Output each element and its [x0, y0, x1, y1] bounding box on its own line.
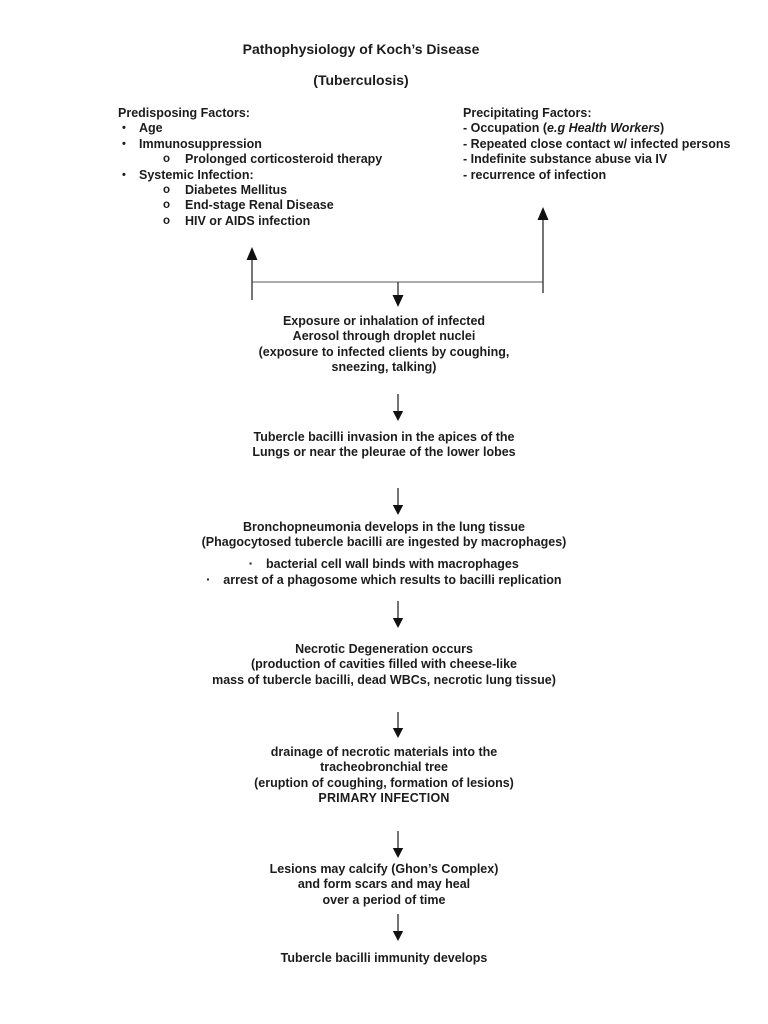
list-item-label: ) — [660, 121, 665, 136]
predisposing-heading: Predisposing Factors: — [118, 106, 250, 120]
flow-step-necrotic-degeneration: Necrotic Degeneration occurs (production… — [0, 642, 768, 688]
list-item-label: End-stage Renal Disease — [185, 198, 334, 213]
precipitating-factors-list: Precipitating Factors: - Occupation (e.g… — [463, 106, 763, 183]
circle-bullet-icon: o — [163, 153, 171, 166]
list-item: o Prolonged corticosteroid therapy — [118, 152, 448, 167]
list-item: ▪ bacterial cell wall binds with macropha… — [0, 556, 768, 572]
list-item: - Occupation (e.g Health Workers) — [463, 121, 763, 136]
bullet-icon: • — [122, 137, 126, 150]
list-item: • Age — [118, 121, 448, 136]
primary-infection-label: PRIMARY INFECTION — [318, 791, 450, 806]
up-arrowhead-icon — [537, 207, 549, 220]
flow-line: (exposure to infected clients by coughin… — [258, 344, 510, 359]
flow-line: Bronchopneumonia develops in the lung ti… — [243, 520, 525, 534]
list-item-label: Prolonged corticosteroid therapy — [185, 152, 383, 167]
list-item-label: Age — [139, 121, 163, 136]
list-item-label: Immunosuppression — [139, 136, 262, 151]
factors-bracket-connector — [246, 207, 549, 307]
down-arrow-icon — [392, 601, 404, 628]
bullet-icon: • — [122, 122, 126, 135]
down-arrow-icon — [392, 914, 404, 941]
flow-line: and form scars and may heal — [297, 877, 471, 892]
flow-line: Tubercle bacilli invasion in the apices … — [253, 430, 515, 444]
predisposing-factors-list: Predisposing Factors: • Age • Immunosupp… — [118, 106, 448, 229]
list-item-label: - Occupation ( — [463, 121, 548, 136]
down-arrow-icon — [392, 488, 404, 515]
square-bullet-icon: ▪ — [249, 559, 252, 568]
flow-step-invasion: Tubercle bacilli invasion in the apices … — [0, 430, 768, 461]
bullet-icon: • — [122, 168, 126, 181]
down-arrow-icon — [392, 831, 404, 858]
flow-step-lesions: Lesions may calcify (Ghon’s Complex) and… — [0, 862, 768, 908]
flow-line: Lesions may calcify (Ghon’s Complex) — [269, 862, 499, 876]
flow-line: Tubercle bacilli immunity develops — [280, 951, 488, 965]
list-item-label: HIV or AIDS infection — [185, 213, 311, 228]
flow-line: Lungs or near the pleurae of the lower l… — [252, 445, 516, 460]
circle-bullet-icon: o — [163, 184, 171, 197]
circle-bullet-icon: o — [163, 199, 171, 212]
down-arrow-icon — [392, 712, 404, 738]
list-item-label: Diabetes Mellitus — [185, 183, 288, 198]
flow-step-immunity: Tubercle bacilli immunity develops — [0, 951, 768, 966]
flow-line: drainage of necrotic materials into the — [270, 745, 498, 759]
list-item-label: Systemic Infection: — [139, 167, 254, 182]
flow-line: Exposure or inhalation of infected — [282, 314, 486, 328]
flow-step-exposure: Exposure or inhalation of infected Aeros… — [0, 314, 768, 376]
flow-substep-macrophage-bullets: ▪ bacterial cell wall binds with macropha… — [0, 556, 768, 589]
list-item: • Systemic Infection: — [118, 168, 448, 183]
list-item: - Repeated close contact w/ infected per… — [463, 136, 731, 151]
circle-bullet-icon: o — [163, 214, 171, 227]
italic-text: e.g Health Workers — [547, 121, 661, 136]
flow-line: sneezing, talking) — [331, 360, 437, 375]
flow-line: (Phagocytosed tubercle bacilli are inges… — [201, 535, 567, 550]
precipitating-heading: Precipitating Factors: — [463, 106, 592, 120]
flow-step-bronchopneumonia: Bronchopneumonia develops in the lung ti… — [0, 520, 768, 551]
list-item: ▪ arrest of a phagosome which results to … — [0, 572, 768, 588]
flow-line: Necrotic Degeneration occurs — [295, 642, 473, 656]
list-item: • Immunosuppression — [118, 137, 448, 152]
flow-line: (production of cavities filled with chee… — [250, 657, 518, 672]
flow-line: over a period of time — [322, 892, 446, 907]
list-item: o HIV or AIDS infection — [118, 214, 448, 229]
list-item: - recurrence of infection — [463, 167, 607, 182]
up-arrowhead-icon — [246, 247, 258, 260]
flow-line: (eruption of coughing, formation of lesi… — [254, 775, 514, 790]
down-arrow-icon — [392, 394, 404, 421]
list-item-label: arrest of a phagosome which results to b… — [223, 573, 562, 588]
page-title-block: Pathophysiology of Koch’s Disease (Tuber… — [0, 41, 722, 88]
flow-line: Aerosol through droplet nuclei — [292, 329, 476, 344]
flow-step-drainage: drainage of necrotic materials into the … — [0, 745, 768, 807]
list-item-label: bacterial cell wall binds with macrophag… — [265, 557, 519, 571]
down-arrowhead-icon — [392, 295, 404, 307]
list-item: o Diabetes Mellitus — [118, 183, 448, 198]
square-bullet-icon: ▪ — [206, 575, 210, 585]
list-item: - Indefinite substance abuse via IV — [463, 152, 668, 167]
page-subtitle: (Tuberculosis) — [313, 72, 409, 88]
page-title: Pathophysiology of Koch’s Disease — [242, 41, 480, 57]
flow-line: tracheobronchial tree — [320, 760, 448, 775]
list-item: o End-stage Renal Disease — [118, 198, 448, 213]
flow-line: mass of tubercle bacilli, dead WBCs, nec… — [212, 672, 556, 687]
